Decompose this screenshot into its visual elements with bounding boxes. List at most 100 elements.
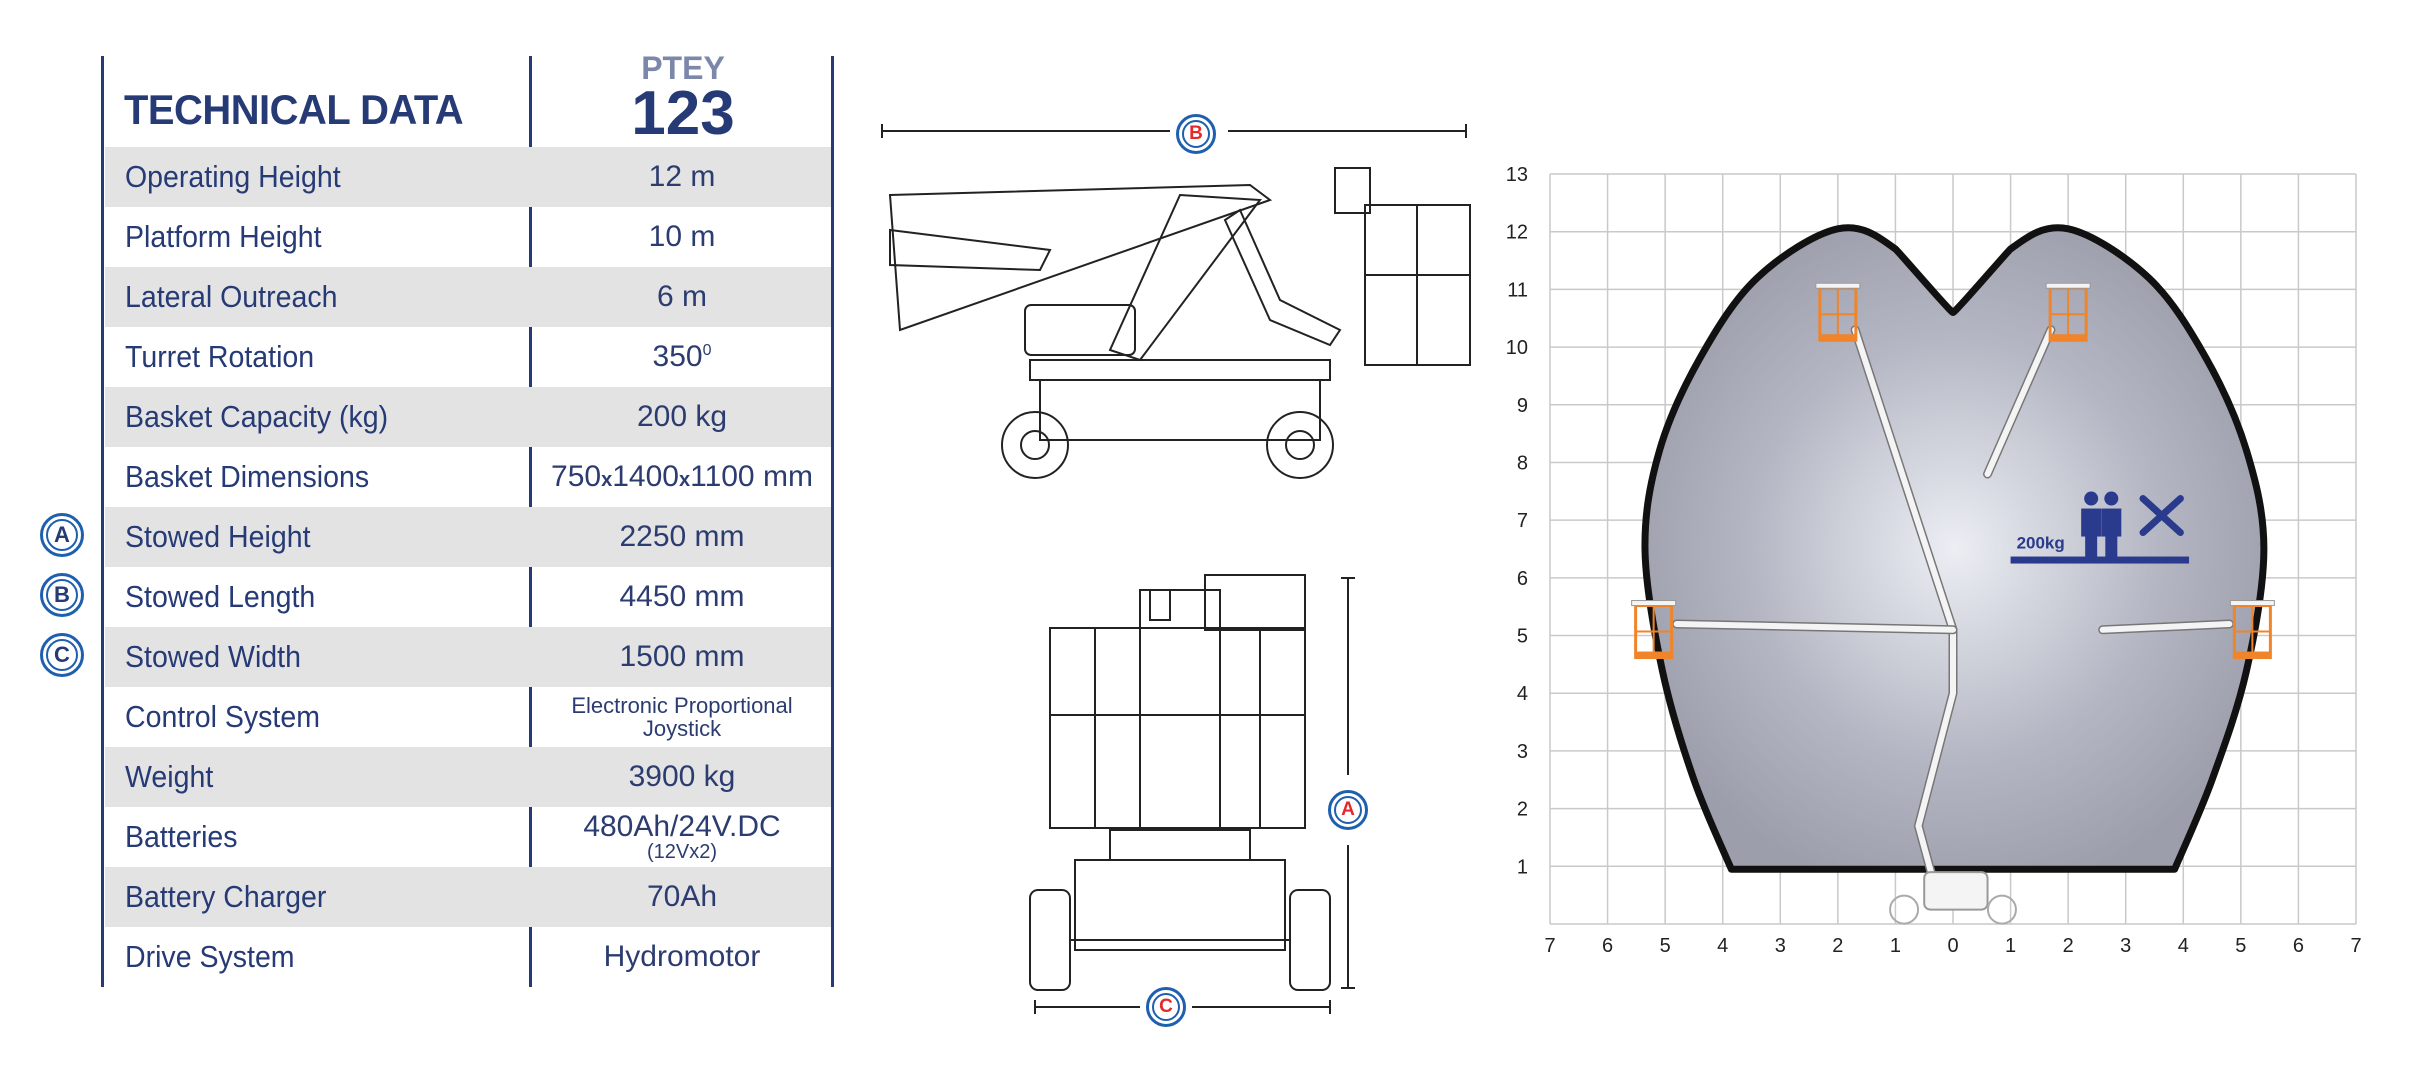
x-tick-label: 3 [1775, 935, 1786, 957]
boom-arm [2099, 621, 2233, 633]
spec-row: Batteries 480Ah/24V.DC (12Vx2) [105, 807, 831, 867]
value-text: 10 m [648, 220, 716, 254]
value-part: 750 [551, 460, 602, 494]
side-view-drawing [881, 124, 1471, 479]
basket-floor [1635, 651, 1672, 659]
degree-superscript: 0 [702, 342, 712, 360]
x-tick-label: 5 [1660, 935, 1671, 957]
chassis [1039, 379, 1321, 441]
spec-value-cell: 6 m [533, 267, 831, 327]
value-text: 2250 mm [619, 520, 745, 554]
basket-rail [2045, 282, 2091, 289]
x-tick-label: 5 [2235, 935, 2246, 957]
y-tick-label: 13 [1506, 164, 1528, 186]
spec-row: Operating Height 12 m [105, 147, 831, 207]
spec-value: 3500 [653, 341, 712, 373]
basket-floor [1819, 334, 1856, 342]
wheel-front [1266, 411, 1334, 479]
y-tick-label: 3 [1517, 741, 1528, 763]
spec-label: Platform Height [125, 219, 322, 254]
value-text: 70Ah [646, 880, 718, 914]
spec-value-line2: Joystick [642, 716, 722, 741]
spec-row: Basket Capacity (kg)200 kg [105, 387, 831, 447]
spec-value-line1: 480Ah/24V.DC [583, 809, 781, 843]
boom-arm [1984, 326, 2054, 477]
value-text: 12 m [648, 160, 716, 194]
spec-label: Drive System [125, 939, 295, 974]
chassis-top [1029, 359, 1331, 381]
marker-height-a: A [1328, 790, 1368, 830]
worker-head-icon [2084, 491, 2099, 506]
spec-value: 2250 mm [619, 521, 744, 553]
marker-b: B [40, 573, 84, 617]
spec-value-cell: 10 m [533, 207, 831, 267]
spec-value-cell: 3500 [533, 327, 831, 387]
lift-wheel [1889, 894, 1920, 925]
wheel-left [1029, 889, 1071, 991]
spec-label: Weight [125, 759, 214, 794]
value-text: 1500 mm [619, 640, 745, 674]
worker-legs-icon [2105, 535, 2118, 558]
spec-label: Stowed Length [125, 579, 316, 614]
lift-wheel [1986, 894, 2017, 925]
page-title: TECHNICAL DATA [124, 86, 464, 133]
payload-label: 200kg [2017, 534, 2065, 553]
boom-arm [1673, 621, 1956, 633]
spec-label: Operating Height [125, 159, 341, 194]
wheel-right [1289, 889, 1331, 991]
control-box [1204, 574, 1306, 631]
worker-body-icon [2101, 508, 2122, 537]
value-part: 1100 mm [690, 460, 813, 494]
spec-value: 4450 mm [619, 581, 744, 613]
x-tick-label: 6 [1602, 935, 1613, 957]
value-part: x [678, 469, 691, 492]
spec-value-cell: 70Ah [533, 867, 831, 927]
x-tick-label: 3 [2120, 935, 2131, 957]
spec-value: 12 m [649, 161, 716, 193]
spec-value-cell: 480Ah/24V.DC (12Vx2) [533, 807, 831, 867]
spec-row: Platform Height 10 m [105, 207, 831, 267]
y-tick-label: 4 [1517, 683, 1528, 705]
basket-rail [1334, 167, 1371, 214]
lower-link [889, 228, 1052, 272]
boom-arm [1108, 193, 1262, 362]
spec-label: Basket Dimensions [125, 459, 370, 494]
y-tick-label: 1 [1517, 856, 1528, 878]
spec-value-line2: (12Vx2) [646, 841, 718, 864]
spec-value-cell: Hydromotor [533, 927, 831, 987]
spec-value-cell: 3900 kg [533, 747, 831, 807]
x-tick-label: 4 [1717, 935, 1728, 957]
x-tick-label: 2 [1832, 935, 1843, 957]
basket-rail [1631, 600, 1677, 607]
wheel-rear [1001, 411, 1069, 479]
y-tick-label: 5 [1517, 626, 1528, 648]
model-prefix: PTEY [641, 50, 725, 86]
lift-base [1923, 871, 1989, 911]
worker-body-icon [2081, 508, 2102, 537]
x-tick-label: 1 [2005, 935, 2016, 957]
spec-value-cell: Electronic Proportional Joystick [533, 687, 831, 747]
spec-value-cell: 2250 mm [533, 507, 831, 567]
marker-letter: A [1334, 796, 1362, 824]
upper-boom [888, 183, 1273, 332]
turret [1024, 304, 1136, 356]
marker-width-c: C [1146, 987, 1186, 1027]
x-tick-label: 0 [1947, 935, 1958, 957]
spec-value-cell: 4450 mm [533, 567, 831, 627]
spec-value: 200 kg [637, 401, 727, 433]
spec-row: Drive System Hydromotor [105, 927, 831, 987]
marker-letter: B [1182, 120, 1210, 148]
y-tick-label: 12 [1506, 222, 1528, 244]
payload-platform [2010, 556, 2190, 564]
spec-value-cell: 12 m [533, 147, 831, 207]
worker-head-icon [2104, 491, 2119, 506]
spec-value: 10 m [649, 221, 716, 253]
spec-label: Batteries [125, 819, 238, 854]
spec-value: 1500 mm [619, 641, 744, 673]
x-tick-label: 4 [2178, 935, 2189, 957]
y-tick-label: 6 [1517, 568, 1528, 590]
